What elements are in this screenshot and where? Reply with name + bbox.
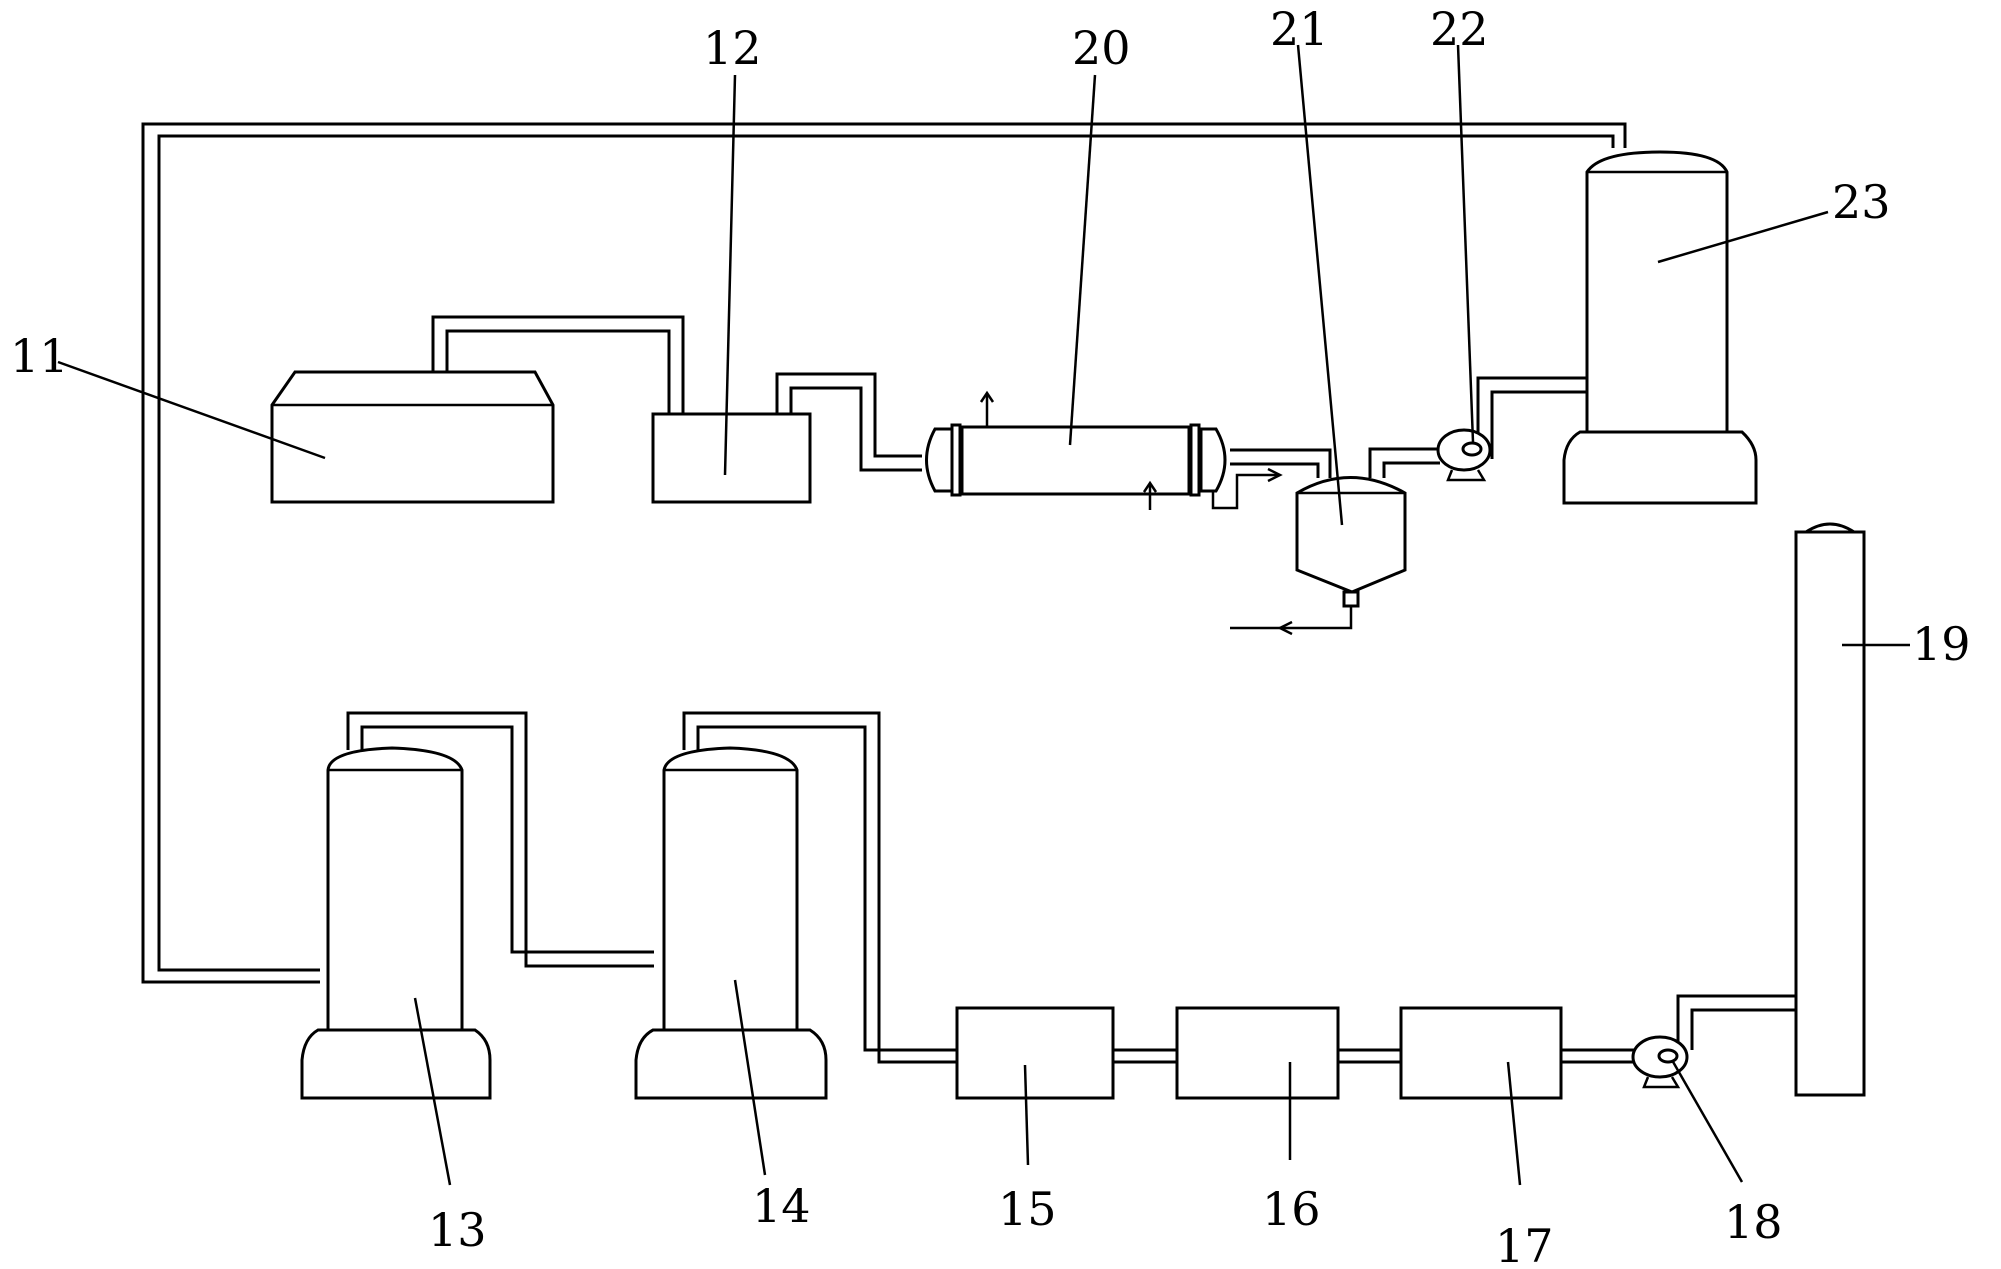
pipe-15-to-16 xyxy=(1113,1048,1177,1064)
pipe-20-drain xyxy=(1211,467,1283,510)
equipment-14-tank xyxy=(634,746,828,1100)
label-18: 18 xyxy=(1724,1195,1783,1249)
pipe-18-to-19 xyxy=(1676,994,1796,1050)
label-13: 13 xyxy=(428,1203,487,1257)
label-15: 15 xyxy=(998,1182,1057,1236)
equipment-13-tank xyxy=(300,746,492,1100)
pipe-11-to-12 xyxy=(431,315,685,414)
pipe-14-to-15 xyxy=(682,711,957,1064)
label-23: 23 xyxy=(1832,175,1891,229)
label-12: 12 xyxy=(703,21,762,75)
pipe-13-to-14 xyxy=(346,711,654,968)
equipment-17 xyxy=(1399,1006,1563,1100)
equipment-15 xyxy=(955,1006,1115,1100)
equipment-11 xyxy=(270,370,555,504)
equipment-12 xyxy=(651,412,812,504)
label-17: 17 xyxy=(1495,1219,1554,1269)
equipment-23-tank xyxy=(1562,150,1758,505)
label-21: 21 xyxy=(1270,2,1329,56)
pipe-22-to-23 xyxy=(1476,376,1587,459)
equipment-21-separator xyxy=(1230,476,1407,636)
equipment-19-stack xyxy=(1794,522,1866,1097)
pipe-20-to-21 xyxy=(1230,448,1332,478)
pipe-21-to-22 xyxy=(1368,447,1450,478)
pipe-16-to-17 xyxy=(1338,1048,1401,1064)
label-11: 11 xyxy=(10,329,69,383)
pipe-17-to-18 xyxy=(1561,1048,1640,1064)
label-20: 20 xyxy=(1072,21,1131,75)
equipment-22-pump xyxy=(1436,428,1492,482)
equipment-18-fan xyxy=(1631,1035,1689,1089)
label-14: 14 xyxy=(752,1179,811,1233)
equipment-20-heat-exchanger xyxy=(925,390,1227,510)
label-22: 22 xyxy=(1430,2,1489,56)
leader-lines xyxy=(57,44,1910,1186)
pipe-return-loop xyxy=(141,122,1627,984)
pipe-12-to-20 xyxy=(775,372,922,472)
label-16: 16 xyxy=(1262,1182,1321,1236)
label-19: 19 xyxy=(1912,617,1971,671)
equipment-16 xyxy=(1175,1006,1340,1100)
